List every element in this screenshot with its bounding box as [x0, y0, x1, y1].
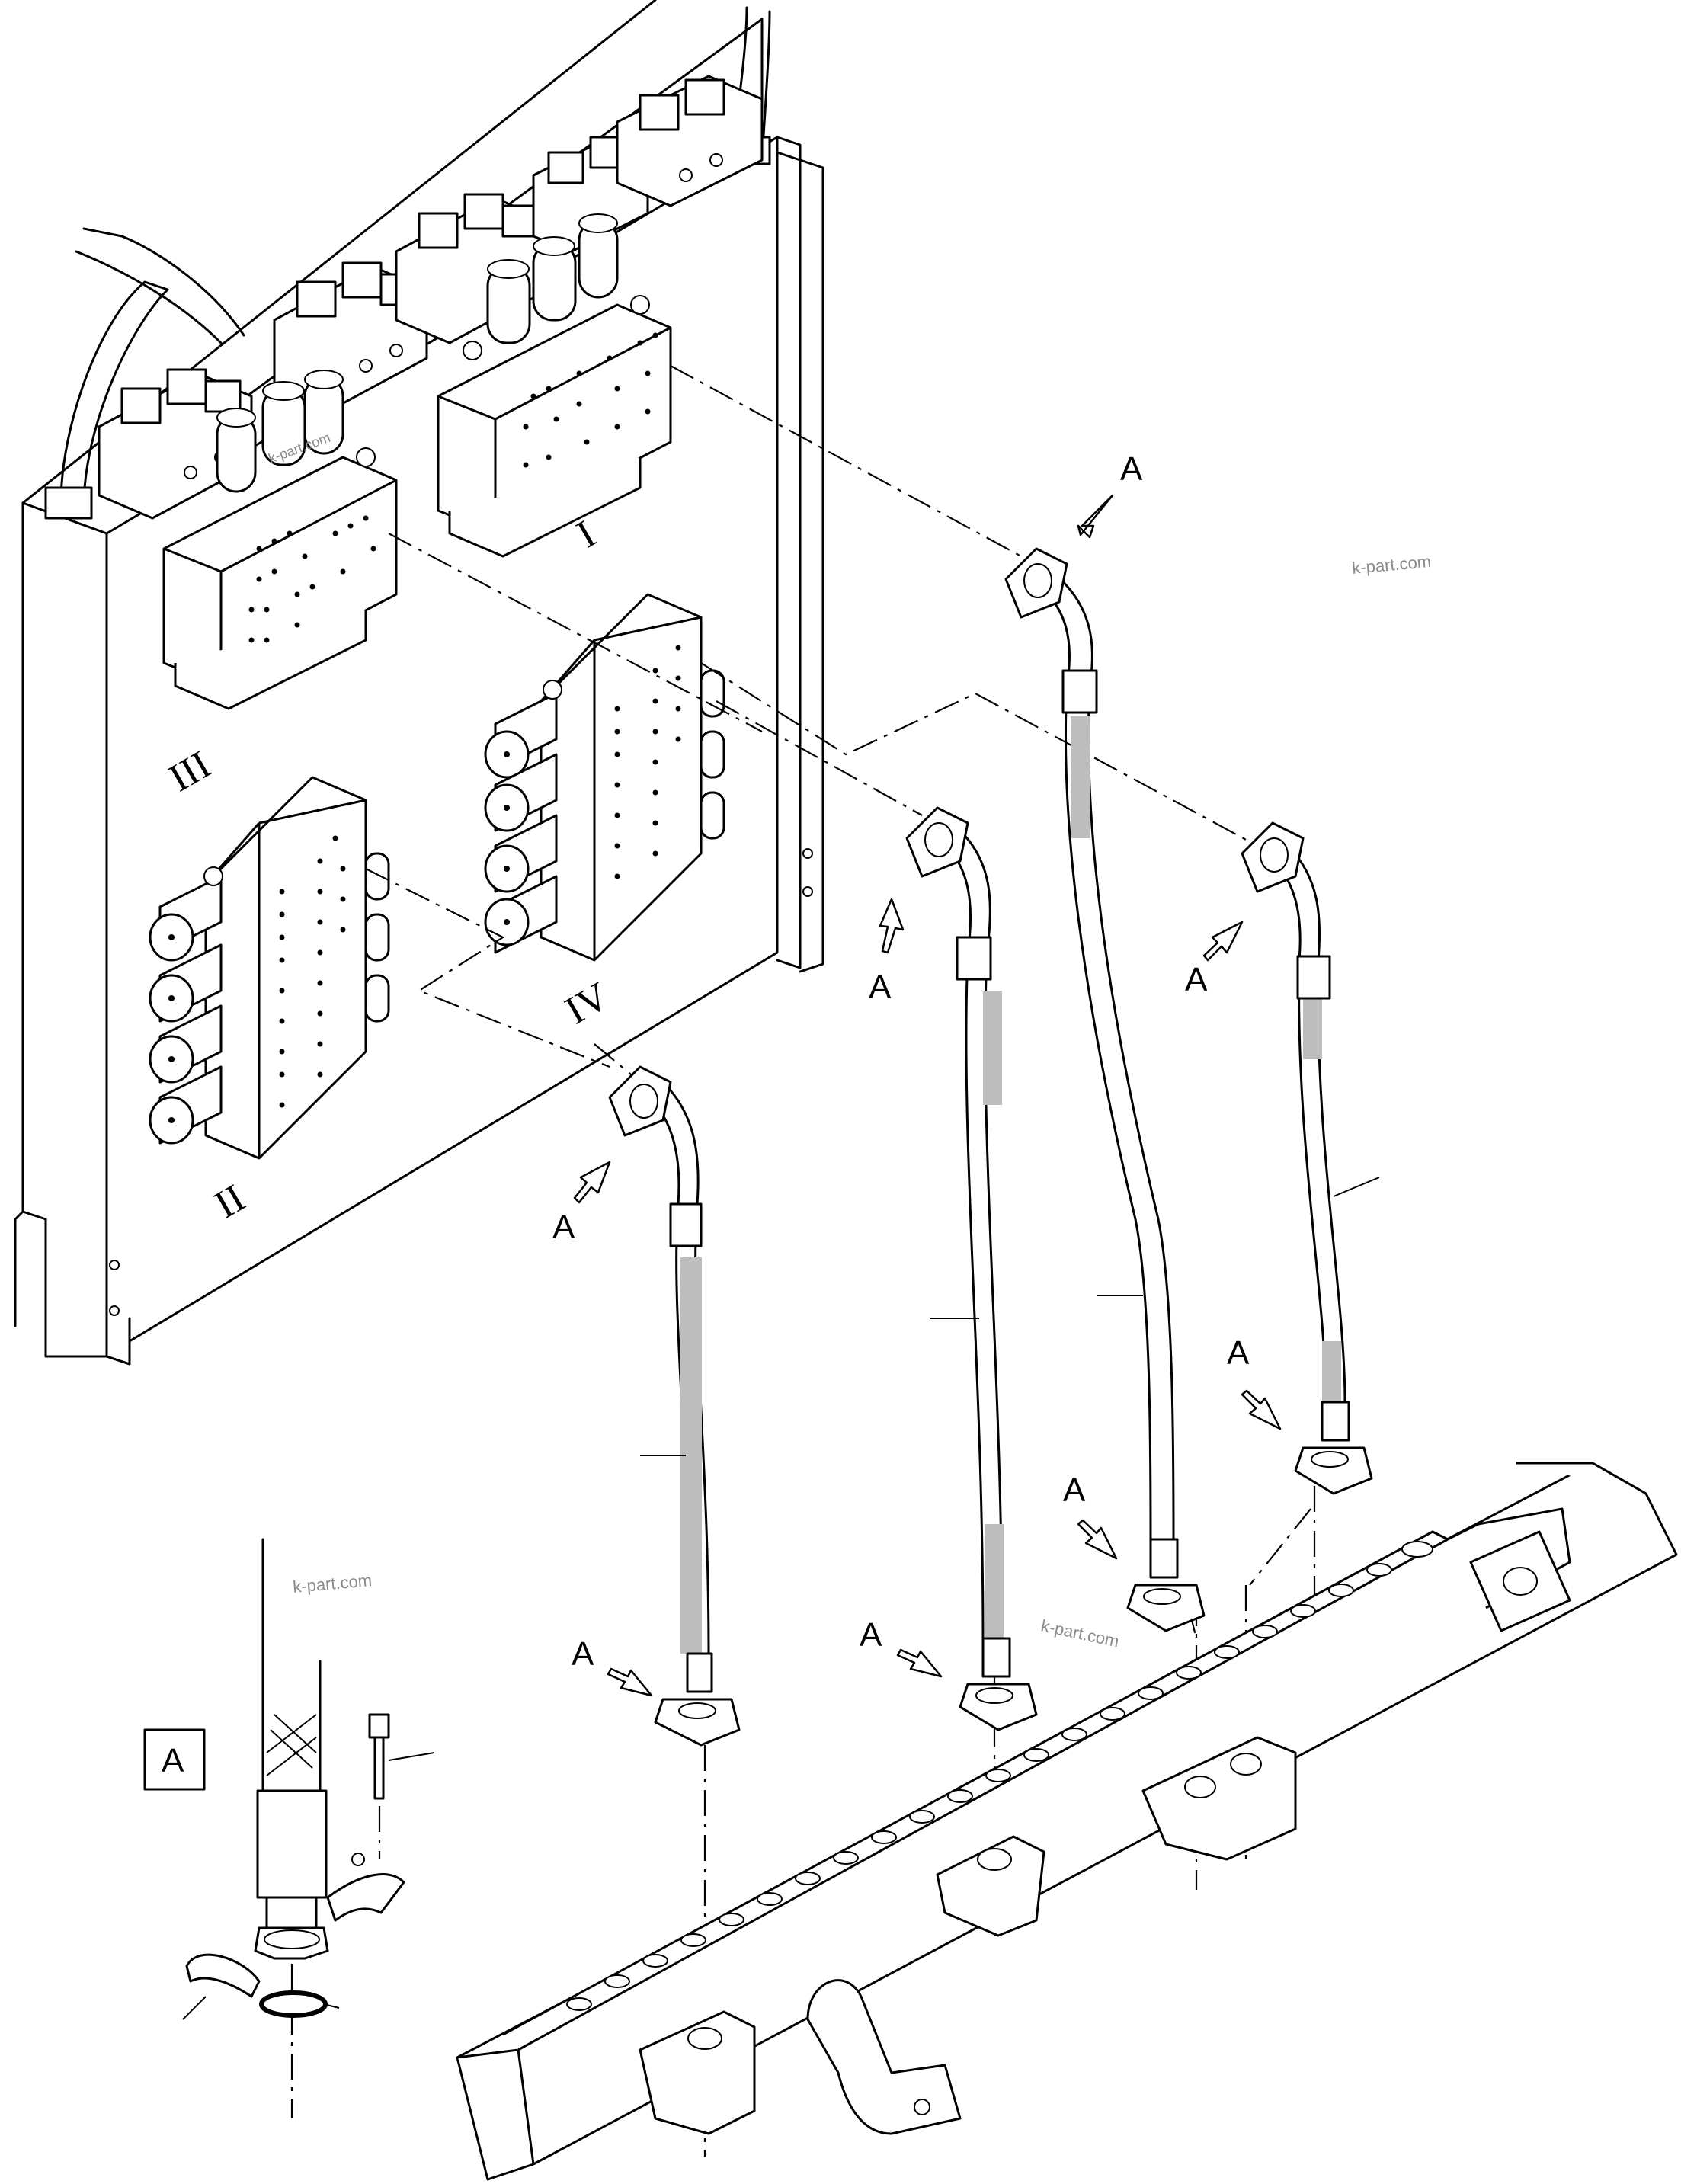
detail-A-view: A: [143, 1538, 435, 2020]
hollow-arrow-icon: [879, 898, 905, 954]
valve-block-label: III: [162, 743, 218, 800]
solenoid-stack-5: [616, 75, 764, 207]
manifold-port-row: [566, 1541, 1433, 2011]
svg-text:A: A: [869, 969, 892, 1006]
port-cylinders: [484, 692, 558, 954]
svg-text:A: A: [1120, 450, 1143, 488]
detail-box-label: A: [162, 1742, 184, 1779]
solenoid-valve-stacks: [98, 75, 764, 520]
hose-assembly-2: [905, 806, 1038, 1731]
center-lines: [290, 365, 1316, 2157]
svg-text:A: A: [552, 1209, 575, 1246]
valve-block-label: II: [208, 1177, 252, 1228]
callouts: A A A A A A A A: [552, 450, 1282, 1697]
callout-A: A: [1077, 450, 1143, 539]
valve-block-IV: IV: [484, 593, 725, 1033]
callout-A: A: [1227, 1334, 1282, 1430]
callout-A: A: [1185, 921, 1244, 998]
svg-text:A: A: [1063, 1471, 1086, 1509]
svg-text:A: A: [1227, 1334, 1250, 1372]
hollow-arrow-icon: [1077, 494, 1114, 539]
callout-A: A: [572, 1635, 653, 1697]
callout-A: A: [869, 898, 905, 1006]
valve-block-I: I: [437, 213, 672, 558]
port-cylinders: [149, 875, 223, 1145]
hollow-arrow-icon: [1241, 1389, 1282, 1430]
callout-A: A: [552, 1161, 611, 1246]
watermark: k-part.com: [292, 1571, 373, 1596]
manifold-bar: [456, 1462, 1678, 2181]
svg-text:A: A: [860, 1616, 882, 1654]
hollow-arrow-icon: [1202, 921, 1244, 962]
valve-block-label: IV: [559, 975, 616, 1033]
watermark: k-part.com: [1039, 1616, 1121, 1651]
hollow-arrow-icon: [896, 1648, 943, 1678]
hose-assembly-4: [1241, 821, 1380, 1495]
hose-assembly-3: [1004, 547, 1206, 1632]
hollow-arrow-icon: [607, 1667, 653, 1697]
callout-A: A: [860, 1616, 943, 1678]
svg-text:A: A: [572, 1635, 594, 1673]
valve-block-II: II: [149, 776, 390, 1228]
hose-assembly-1: [608, 1065, 741, 1747]
watermark: k-part.com: [1351, 552, 1432, 578]
valve-block-label: I: [570, 512, 604, 556]
hollow-arrow-icon: [1077, 1519, 1118, 1560]
hollow-arrow-icon: [573, 1161, 611, 1204]
valve-block-III: III: [162, 370, 398, 800]
callout-A: A: [1063, 1471, 1118, 1560]
svg-text:A: A: [1185, 961, 1208, 998]
watermarks: k-part.com k-part.com k-part.com k-part.…: [267, 430, 1432, 1651]
